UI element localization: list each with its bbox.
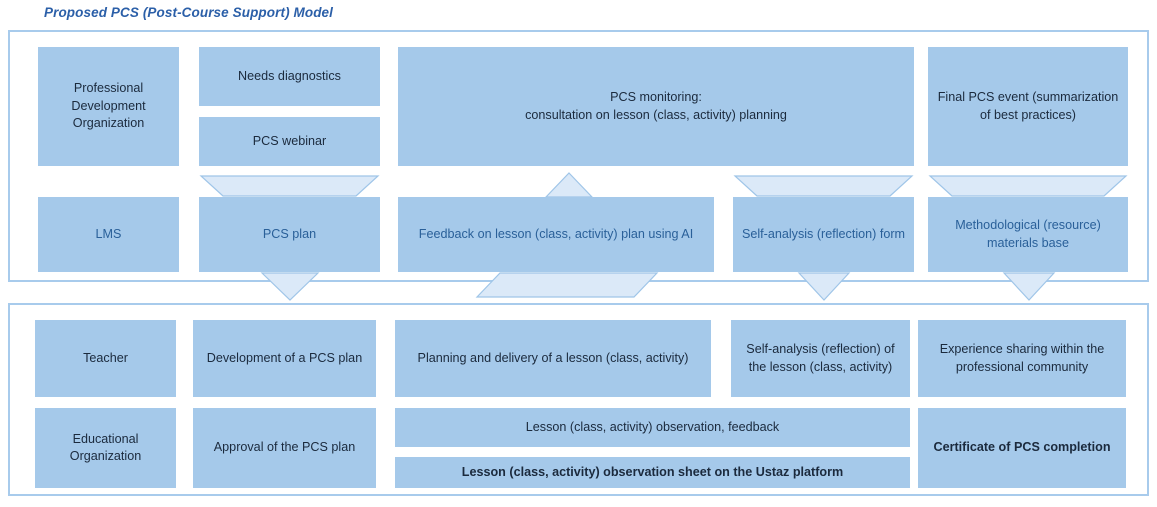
- node-needs-diagnostics[interactable]: Needs diagnostics: [199, 47, 380, 106]
- node-experience-sharing[interactable]: Experience sharing within the profession…: [918, 320, 1126, 397]
- node-professional-development-organization[interactable]: Professional Development Organization: [38, 47, 179, 166]
- node-methodological-materials-base[interactable]: Methodological (resource) materials base: [928, 197, 1128, 272]
- node-planning-and-delivery-of-lesson[interactable]: Planning and delivery of a lesson (class…: [395, 320, 711, 397]
- node-self-analysis-of-lesson[interactable]: Self-analysis (reflection) of the lesson…: [731, 320, 910, 397]
- node-educational-organization[interactable]: Educational Organization: [35, 408, 176, 488]
- node-approval-of-pcs-plan[interactable]: Approval of the PCS plan: [193, 408, 376, 488]
- node-lms[interactable]: LMS: [38, 197, 179, 272]
- node-lesson-observation-sheet-ustaz[interactable]: Lesson (class, activity) observation she…: [395, 457, 910, 488]
- arrow-materials-base-down: [1002, 272, 1056, 301]
- node-lesson-observation-feedback[interactable]: Lesson (class, activity) observation, fe…: [395, 408, 910, 447]
- node-self-analysis-form[interactable]: Self-analysis (reflection) form: [733, 197, 914, 272]
- node-development-of-pcs-plan[interactable]: Development of a PCS plan: [193, 320, 376, 397]
- recipient-swimlane: [8, 303, 1149, 496]
- node-pcs-webinar[interactable]: PCS webinar: [199, 117, 380, 166]
- node-final-pcs-event[interactable]: Final PCS event (summarization of best p…: [928, 47, 1128, 166]
- node-certificate-of-pcs-completion[interactable]: Certificate of PCS completion: [918, 408, 1126, 488]
- arrow-pcs-plan-to-development: [260, 272, 320, 301]
- node-pcs-plan[interactable]: PCS plan: [199, 197, 380, 272]
- arrow-into-pcs-plan: [199, 175, 380, 197]
- arrow-self-analysis-form-down: [797, 272, 851, 301]
- page-title: Proposed PCS (Post-Course Support) Model: [44, 5, 334, 20]
- node-pcs-monitoring[interactable]: PCS monitoring: consultation on lesson (…: [398, 47, 914, 166]
- arrow-feedback-to-planning: [475, 272, 659, 298]
- node-feedback-using-ai[interactable]: Feedback on lesson (class, activity) pla…: [398, 197, 714, 272]
- arrow-into-materials-base: [928, 175, 1128, 197]
- arrow-feedback-to-monitoring: [544, 172, 594, 198]
- node-teacher[interactable]: Teacher: [35, 320, 176, 397]
- arrow-into-self-analysis-form: [733, 175, 914, 197]
